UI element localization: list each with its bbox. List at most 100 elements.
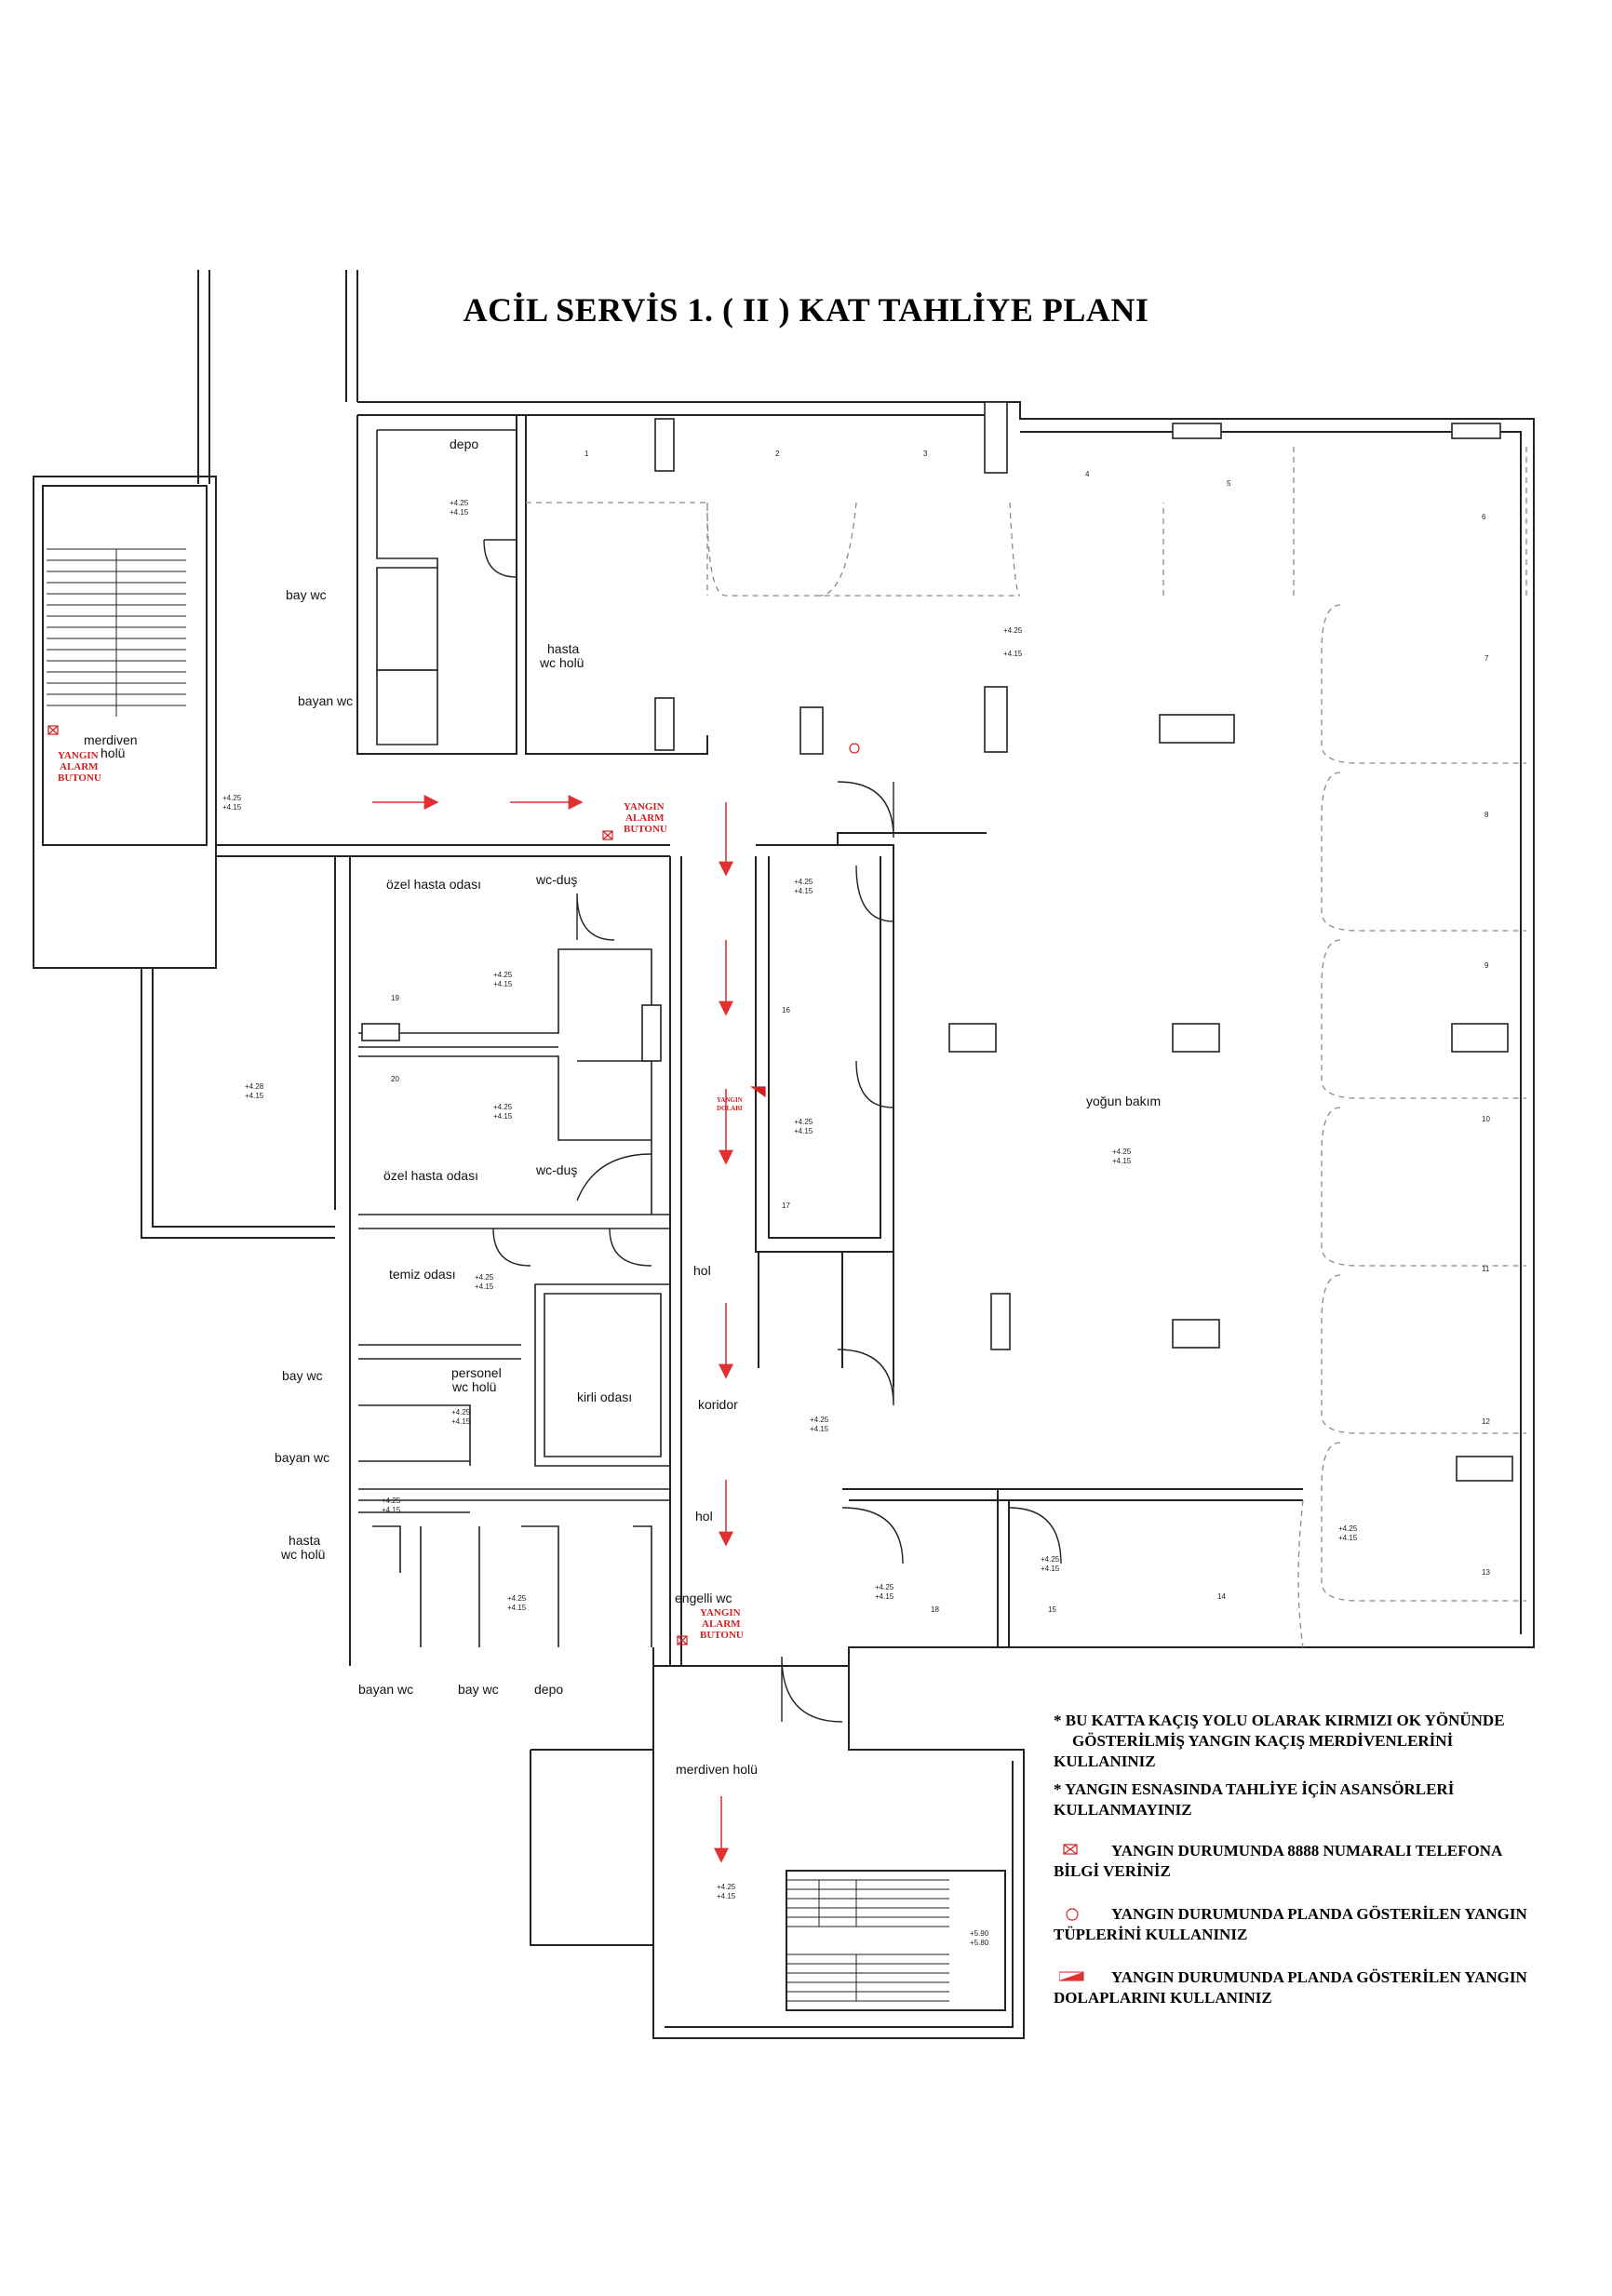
interior-partitions	[358, 429, 671, 1647]
plan-title: ACİL SERVİS 1. ( II ) KAT TAHLİYE PLANI	[463, 291, 1149, 329]
svg-text:ALARM: ALARM	[60, 761, 99, 772]
icu-bed-bays	[526, 447, 1527, 1648]
fire-cabinet-icon	[1059, 1971, 1084, 1981]
svg-text:BUTONU: BUTONU	[58, 772, 101, 784]
svg-text:+4.25: +4.25	[810, 1416, 829, 1424]
legend: * BU KATTA KAÇIŞ YOLU OLARAK KIRMIZI OK …	[1054, 1711, 1593, 2008]
svg-text:+4.25: +4.25	[1338, 1524, 1358, 1533]
stair-bottom	[786, 1879, 949, 2002]
alarm-icon	[1063, 1844, 1078, 1855]
svg-text:YANGIN: YANGIN	[717, 1096, 743, 1104]
room-label: hasta	[289, 1533, 320, 1548]
door-swings	[483, 539, 1062, 1723]
svg-text:+4.15: +4.15	[794, 1127, 813, 1135]
room-label: bayan wc	[275, 1450, 329, 1465]
svg-text:+4.25: +4.25	[222, 794, 242, 802]
svg-text:+4.25: +4.25	[382, 1497, 401, 1505]
svg-text:ALARM: ALARM	[625, 812, 665, 824]
elevation-markers: +4.25+4.15 +4.25+4.15 +4.25+4.15 +4.25+4…	[222, 499, 1358, 1947]
room-label: wc-duş	[535, 872, 577, 887]
building-walls	[33, 270, 1535, 2039]
svg-text:+4.25: +4.25	[450, 499, 469, 507]
room-label: bayan wc	[298, 693, 353, 708]
svg-text:20: 20	[391, 1075, 399, 1083]
svg-text:+4.25: +4.25	[875, 1583, 894, 1591]
room-label: wc holü	[539, 655, 584, 670]
svg-text:+4.15: +4.15	[794, 887, 813, 895]
fire-extinguisher-icon	[1066, 1908, 1079, 1921]
svg-text:+4.25: +4.25	[794, 1118, 813, 1126]
svg-text:DOLABI: DOLABI	[717, 1105, 743, 1112]
svg-text:12: 12	[1482, 1417, 1490, 1426]
room-label: merdiven	[84, 732, 138, 747]
alarm-icon	[602, 830, 613, 840]
alarm-icon	[677, 1635, 688, 1645]
svg-text:11: 11	[1482, 1265, 1490, 1273]
room-label: bay wc	[458, 1682, 499, 1697]
svg-text:14: 14	[1217, 1592, 1226, 1601]
svg-text:+5.90: +5.90	[970, 1929, 989, 1938]
room-label: koridor	[698, 1397, 738, 1412]
svg-text:17: 17	[782, 1202, 790, 1210]
svg-text:+4.15: +4.15	[493, 1112, 513, 1121]
svg-text:+4.15: +4.15	[245, 1092, 264, 1100]
room-label: engelli wc	[675, 1591, 732, 1605]
svg-text:+4.25: +4.25	[1112, 1148, 1132, 1156]
svg-text:6: 6	[1482, 513, 1486, 521]
svg-text:18: 18	[931, 1605, 939, 1614]
svg-text:16: 16	[782, 1006, 790, 1014]
bed-numbers: 1 2 3 4 5 6 7 8 9 10 11 12 13 14 15 16 1…	[391, 450, 1490, 1614]
svg-text:+4.25: +4.25	[1003, 626, 1023, 635]
svg-text:8: 8	[1484, 811, 1489, 819]
svg-text:+4.25: +4.25	[717, 1883, 736, 1891]
svg-text:YANGIN: YANGIN	[700, 1607, 741, 1618]
svg-text:7: 7	[1484, 654, 1489, 663]
svg-text:+4.15: +4.15	[507, 1604, 527, 1612]
room-label: kirli odası	[577, 1390, 632, 1404]
svg-text:3: 3	[923, 450, 928, 458]
svg-text:+4.25: +4.25	[1041, 1555, 1060, 1564]
room-label: bayan wc	[358, 1682, 413, 1697]
svg-text:+4.25: +4.25	[475, 1273, 494, 1282]
svg-text:+4.15: +4.15	[1041, 1564, 1060, 1573]
room-label: temiz odası	[389, 1267, 456, 1282]
svg-text:5: 5	[1227, 479, 1231, 488]
alarm-icon	[47, 725, 59, 735]
room-label: depo	[450, 436, 478, 451]
svg-text:BUTONU: BUTONU	[700, 1630, 744, 1641]
svg-text:15: 15	[1048, 1605, 1056, 1614]
room-label: hol	[695, 1509, 713, 1524]
room-labels: depo bay wc bayan wc hasta wc holü merdi…	[84, 436, 1161, 1777]
fire-cabinet-icon	[750, 1086, 766, 1098]
svg-text:+4.15: +4.15	[450, 508, 469, 517]
room-label: merdiven holü	[676, 1762, 758, 1777]
room-label: wc-duş	[535, 1162, 577, 1177]
svg-text:ALARM: ALARM	[702, 1618, 741, 1630]
svg-text:10: 10	[1482, 1115, 1490, 1123]
svg-text:9: 9	[1484, 961, 1489, 970]
svg-text:+4.15: +4.15	[475, 1282, 494, 1291]
svg-text:+4.25: +4.25	[451, 1408, 471, 1417]
room-label: yoğun bakım	[1086, 1094, 1161, 1108]
legend-extinguisher: YANGIN DURUMUNDA PLANDA GÖSTERİLEN YANGI…	[1054, 1905, 1527, 1943]
legend-cabinet: YANGIN DURUMUNDA PLANDA GÖSTERİLEN YANGI…	[1054, 1968, 1527, 2007]
svg-text:19: 19	[391, 994, 399, 1002]
room-label: bay wc	[282, 1368, 323, 1383]
svg-text:YANGIN: YANGIN	[58, 750, 99, 761]
room-label: bay wc	[286, 587, 327, 602]
legend-escape-note: * BU KATTA KAÇIŞ YOLU OLARAK KIRMIZI OK …	[1054, 1712, 1505, 1770]
svg-text:+4.15: +4.15	[810, 1425, 829, 1433]
room-label: hasta	[547, 641, 579, 656]
svg-text:+4.28: +4.28	[245, 1082, 264, 1091]
svg-text:+4.15: +4.15	[1003, 650, 1023, 658]
room-label: hol	[693, 1263, 711, 1278]
svg-text:+4.15: +4.15	[1338, 1534, 1358, 1542]
svg-text:+4.15: +4.15	[451, 1417, 471, 1426]
svg-text:2: 2	[775, 450, 780, 458]
svg-text:+5.80: +5.80	[970, 1939, 989, 1947]
svg-text:+4.15: +4.15	[222, 803, 242, 812]
svg-text:+4.15: +4.15	[493, 980, 513, 988]
svg-text:13: 13	[1482, 1568, 1490, 1577]
room-label: wc holü	[451, 1379, 496, 1394]
